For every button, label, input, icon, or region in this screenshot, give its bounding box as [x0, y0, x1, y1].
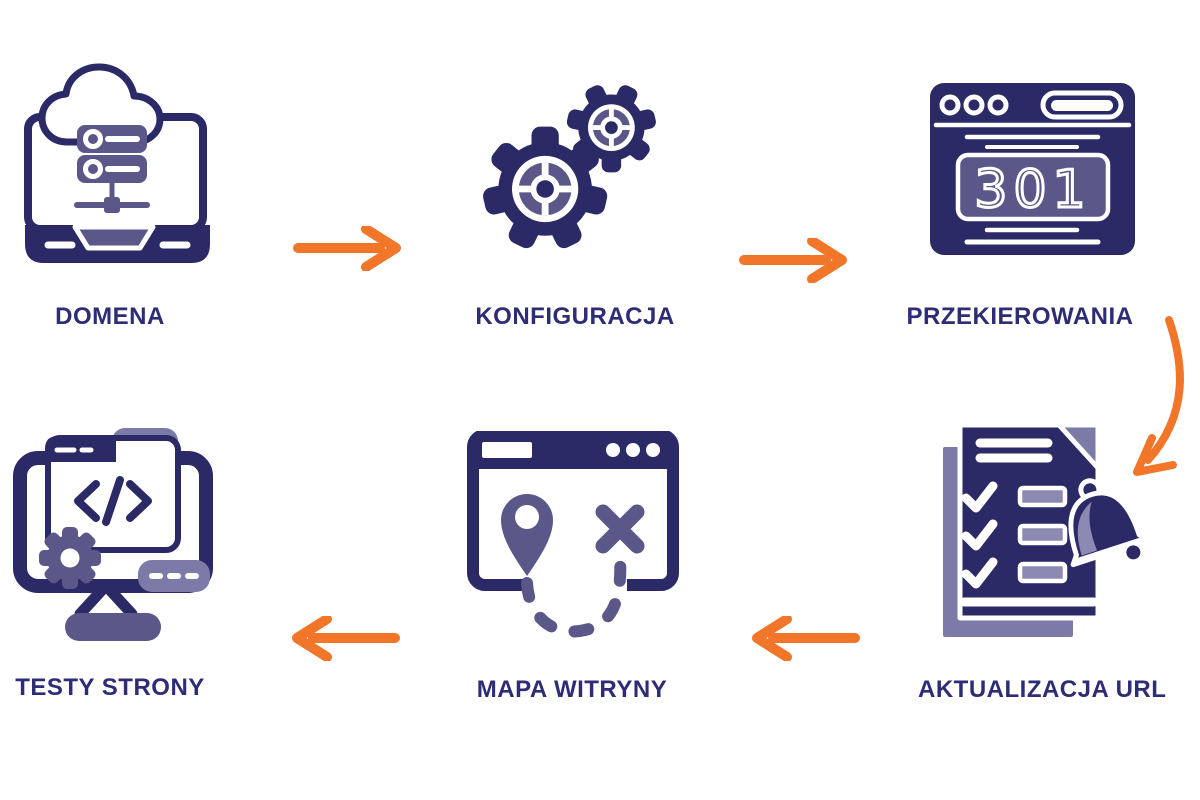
cloud-shape	[38, 63, 164, 146]
code-window	[45, 428, 181, 553]
step-mapa-witryny	[465, 431, 680, 651]
301-badge-text: 301	[974, 160, 1091, 220]
checklist-pills	[1017, 485, 1068, 584]
folded-corner	[1056, 422, 1101, 471]
sitemap-browser-icon	[467, 431, 679, 638]
arrow-curved-down	[1112, 314, 1200, 494]
gears-icon	[483, 85, 656, 249]
arrow-left-2	[286, 616, 401, 661]
label-przekierowania: PRZEKIEROWANIA	[906, 303, 1134, 330]
status-pill	[138, 560, 210, 592]
location-pin-icon	[501, 494, 553, 576]
checklist-bell-icon	[943, 422, 1143, 637]
gear-icon	[39, 527, 101, 589]
arrow-right-2	[738, 238, 853, 283]
arrow-right-1	[292, 226, 407, 271]
laptop-base	[25, 224, 210, 263]
301-badge-box	[955, 152, 1111, 222]
label-testy-strony: TESTY STRONY	[15, 674, 205, 701]
step-przekierowania: 301	[930, 83, 1135, 255]
large-gear	[483, 126, 608, 249]
checkmarks	[961, 481, 998, 589]
label-domena: DOMENA	[55, 303, 165, 330]
dashed-route	[521, 549, 627, 638]
step-konfiguracja	[472, 74, 667, 264]
step-aktualizacja-url	[933, 418, 1143, 648]
bell-icon	[1068, 478, 1143, 568]
code-symbol	[74, 476, 152, 526]
server-shape	[74, 125, 150, 213]
label-aktualizacja-url: AKTUALIZACJA URL	[918, 676, 1167, 703]
x-mark-icon	[595, 504, 645, 554]
label-konfiguracja: KONFIGURACJA	[475, 303, 675, 330]
monitor-stand	[74, 584, 138, 620]
browser-301-icon: 301	[930, 83, 1135, 255]
monitor-code-gear-icon	[13, 428, 213, 641]
label-mapa-witryny: MAPA WITRYNY	[476, 676, 668, 703]
small-gear	[566, 85, 656, 173]
arrow-left-1	[746, 616, 861, 661]
browser-top-bar	[473, 431, 673, 469]
stand-base	[65, 613, 161, 641]
step-testy-strony	[8, 420, 218, 650]
step-domena	[15, 52, 215, 287]
laptop-cloud-server-icon	[24, 63, 210, 263]
